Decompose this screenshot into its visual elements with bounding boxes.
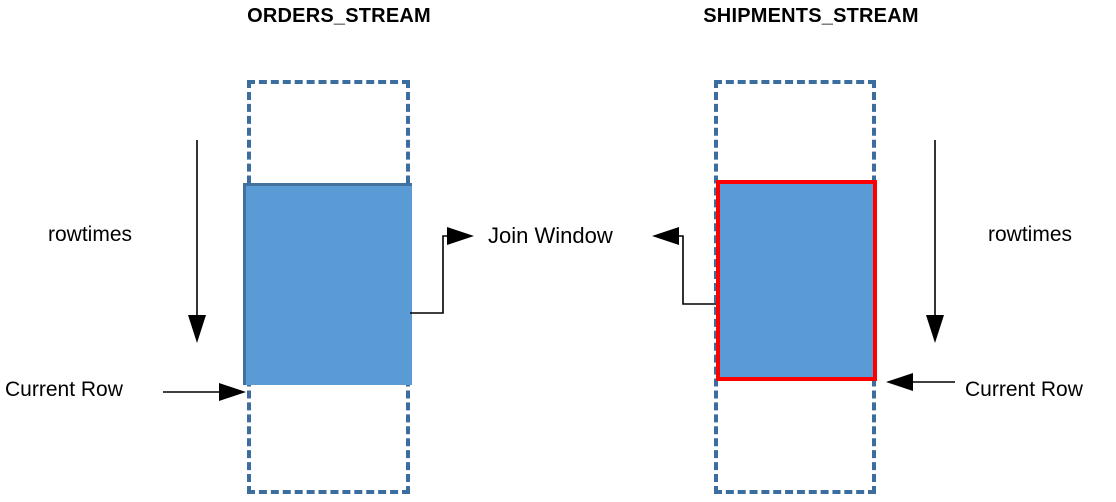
current-row-arrow-right <box>886 373 955 391</box>
current-row-arrow-left <box>163 383 246 401</box>
connector-shipments-to-join-window <box>652 227 716 305</box>
label-current-row-orders: Current Row <box>5 378 123 401</box>
label-rowtimes-orders: rowtimes <box>48 223 133 246</box>
join-window-rect-orders <box>243 183 412 385</box>
join-window-rect-shipments-highlighted <box>716 180 877 381</box>
rowtimes-arrow-left <box>188 140 206 343</box>
label-current-row-shipments: Current Row <box>965 378 1083 401</box>
rowtimes-arrow-right <box>926 140 944 343</box>
label-rowtimes-shipments: rowtimes <box>988 223 1073 246</box>
stream-title-orders: ORDERS_STREAM <box>247 5 431 27</box>
connector-orders-to-join-window <box>410 227 474 314</box>
stream-title-shipments: SHIPMENTS_STREAM <box>703 5 919 27</box>
label-join-window: Join Window <box>488 223 613 248</box>
